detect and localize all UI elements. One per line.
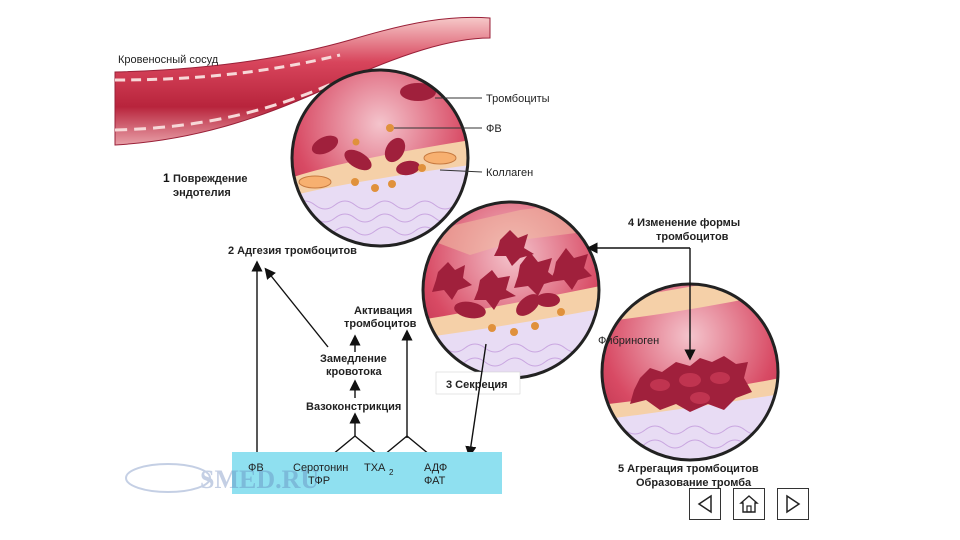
flow-arrows bbox=[251, 242, 696, 458]
triangle-left-icon bbox=[697, 494, 712, 514]
step4-line2: тромбоцитов bbox=[656, 231, 729, 243]
home-icon bbox=[739, 495, 759, 513]
home-button[interactable] bbox=[733, 488, 765, 520]
circle-aggregation bbox=[600, 282, 780, 462]
vwf-callout: ФВ bbox=[486, 123, 502, 135]
triangle-right-icon bbox=[786, 494, 801, 514]
activation-line2: тромбоцитов bbox=[344, 318, 417, 330]
mediator-fat: ФАТ bbox=[424, 475, 446, 487]
step1-line2: эндотелия bbox=[173, 187, 231, 199]
step1-line1: Повреждение bbox=[173, 173, 248, 185]
circle-endothelial-damage bbox=[290, 68, 470, 248]
vasoconstriction-label: Вазоконстрикция bbox=[306, 401, 401, 413]
step5-line1: 5 Агрегация тромбоцитов bbox=[618, 463, 759, 475]
vessel-label: Кровеносный сосуд bbox=[118, 54, 219, 66]
mediator-txa: ТХА bbox=[364, 462, 386, 474]
mediator-vwf: ФВ bbox=[248, 462, 264, 474]
slowdown-line2: кровотока bbox=[326, 366, 382, 378]
collagen-callout: Коллаген bbox=[486, 167, 533, 179]
mediator-tfr: ТФР bbox=[308, 475, 330, 487]
mediator-txa-sub: 2 bbox=[389, 468, 394, 477]
step1-number: 1 bbox=[163, 171, 170, 185]
slowdown-line1: Замедление bbox=[320, 353, 387, 365]
step5-line2: Образование тромба bbox=[636, 477, 752, 489]
prev-slide-button[interactable] bbox=[689, 488, 721, 520]
step2-label: 2 Адгезия тромбоцитов bbox=[228, 245, 357, 257]
mediator-adp: АДФ bbox=[424, 462, 447, 474]
step4-line1: 4 Изменение формы bbox=[628, 217, 740, 229]
step3-label: 3 Секреция bbox=[446, 379, 508, 391]
mediator-bar bbox=[232, 452, 502, 494]
watermark-text: SMED.RU bbox=[200, 465, 319, 494]
activation-line1: Активация bbox=[354, 305, 412, 317]
mediator-serotonin: Серотонин bbox=[293, 462, 348, 474]
next-slide-button[interactable] bbox=[777, 488, 809, 520]
blood-vessel bbox=[114, 16, 491, 146]
circle-secretion bbox=[421, 200, 601, 380]
watermark-logo: SMED.RU bbox=[125, 463, 319, 494]
platelets-callout: Тромбоциты bbox=[486, 93, 550, 105]
fibrinogen-callout: Фибриноген bbox=[598, 335, 659, 347]
